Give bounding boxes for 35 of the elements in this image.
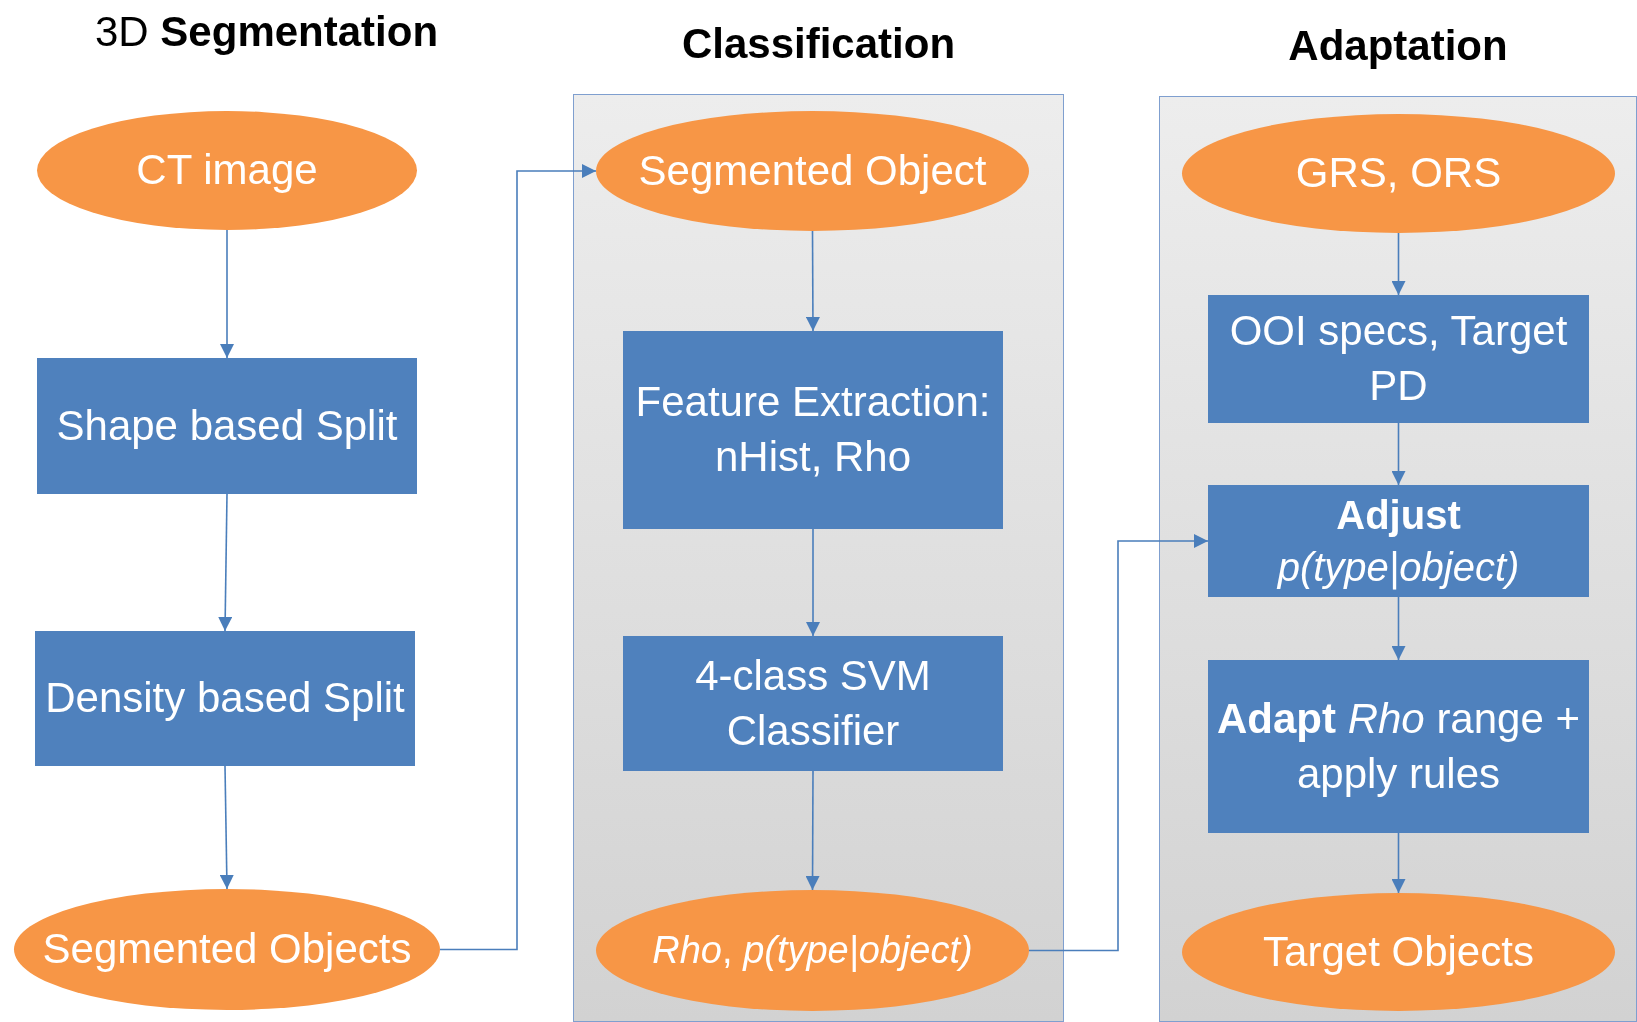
node-text: Adapt Rho range + apply rules [1216,693,1581,799]
arrow [805,230,820,332]
column-heading: Adaptation [1287,21,1509,71]
process-box [37,358,417,494]
arrow [806,528,820,637]
node-text: CT image [135,145,319,196]
node-text: GRS, ORS [1294,148,1503,199]
node-text: Density based Split [44,673,406,724]
arrow [805,770,820,891]
arrow [439,164,597,951]
process-box [1208,660,1589,833]
column-heading: Classification [680,19,957,69]
arrow [1391,596,1406,661]
column-heading: 3D Segmentation [95,8,439,56]
node-text: Segmented Object [637,145,988,196]
node-text: Shape based Split [55,400,399,451]
arrow [219,765,234,890]
node-text: 4-class SVM Classifier [694,650,932,756]
process-box [1208,485,1589,597]
arrow [220,229,234,359]
node-text: Target Objects [1262,926,1535,977]
process-box [623,636,1003,771]
process-box [35,631,415,766]
arrow [1028,534,1209,952]
arrow [1391,422,1406,486]
node-text: OOI specs, Target PD [1228,306,1569,411]
node-text: Adjust p(type|object) [1276,492,1521,592]
node-text: Feature Extraction: nHist, Rho [634,377,992,482]
process-box [623,331,1003,529]
arrow [1391,232,1406,296]
node-text: Rho, p(type|object) [651,927,974,974]
arrow [1391,832,1406,894]
process-box [1208,295,1589,423]
arrow [218,493,233,632]
node-text: Segmented Objects [41,924,413,975]
